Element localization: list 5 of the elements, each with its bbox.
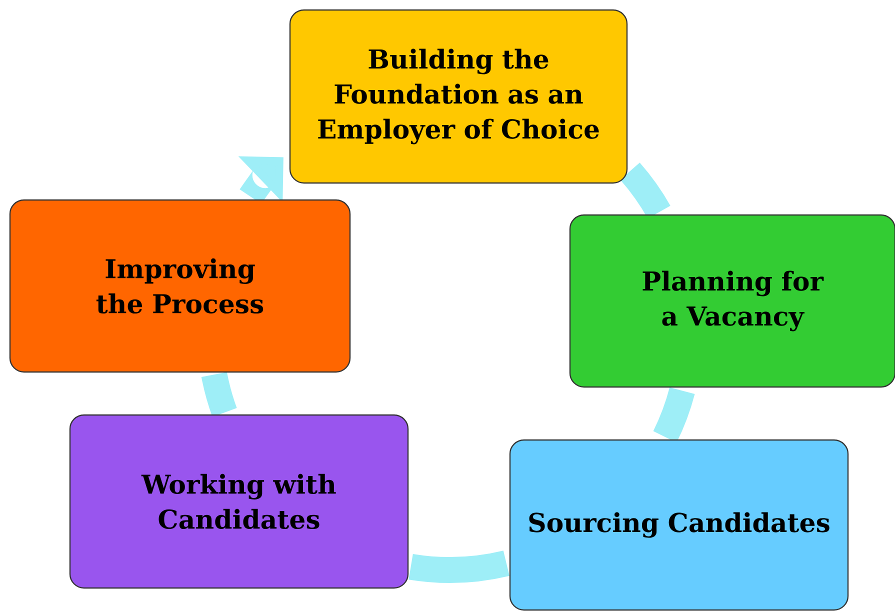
process-box: Building the Foundation as an Employer of Choice	[289, 9, 628, 184]
process-box: Improving the Process	[9, 199, 351, 373]
process-box: Sourcing Candidates	[509, 439, 849, 611]
process-box: Planning for a Vacancy	[569, 214, 895, 388]
process-box: Working with Candidates	[69, 414, 409, 589]
